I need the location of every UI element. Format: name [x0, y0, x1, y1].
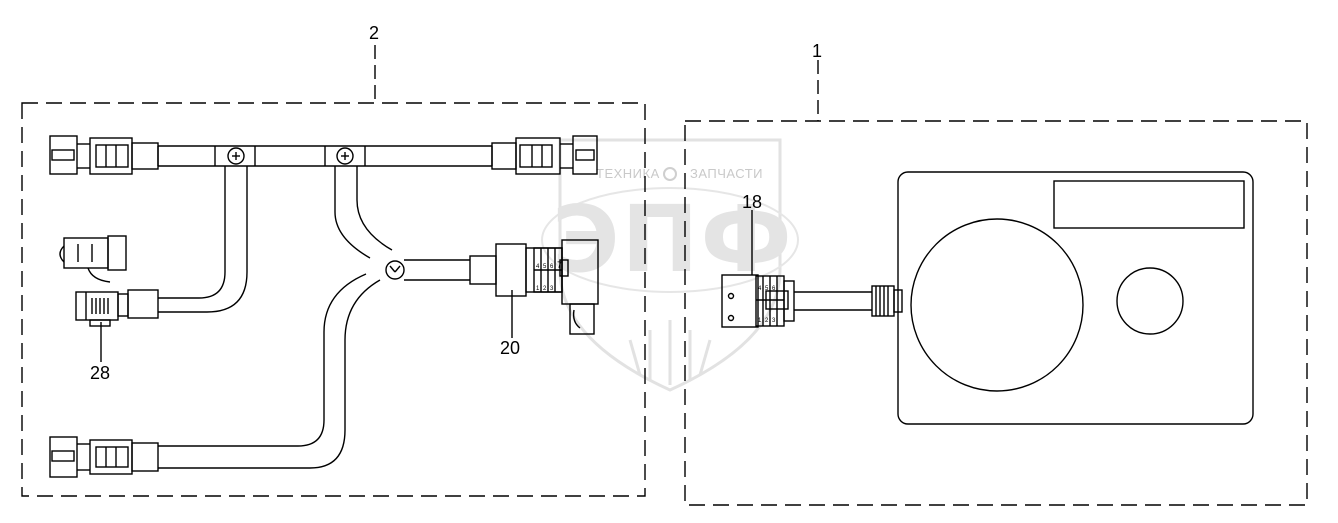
- callout-2: 2: [369, 23, 380, 43]
- connector-28-collar: [127, 289, 159, 319]
- junction-2: [336, 147, 354, 165]
- instrument-display: [1053, 180, 1245, 229]
- pin-20-2: 2: [543, 286, 547, 292]
- pin-20-6: 6: [550, 264, 554, 270]
- watermark-right-text: ЗАПЧАСТИ: [690, 166, 764, 181]
- instrument-cable: [794, 291, 872, 311]
- pin-labels-20: 4 5 6 1 2 3 7: [536, 260, 562, 292]
- pin-20-4: 4: [536, 264, 540, 270]
- y-to-bottom: [158, 273, 381, 469]
- junction-1: [227, 147, 245, 165]
- group-box-2: [21, 102, 646, 497]
- connector-20-body: [495, 243, 527, 297]
- connector-bottom-left-end: [49, 436, 78, 478]
- group-box-1: [684, 120, 1308, 506]
- branch-to-y: [334, 166, 393, 259]
- connector-bottom-left-body: [89, 439, 133, 475]
- pin-20-3: 3: [550, 286, 554, 292]
- pin-18-1: 1: [758, 318, 762, 324]
- connector-top-right-body: [515, 137, 561, 175]
- pin-20-7: 7: [557, 260, 562, 270]
- pin-20-1: 1: [536, 286, 540, 292]
- connector-free-body: [63, 237, 109, 269]
- callout-20: 20: [500, 338, 521, 358]
- y-to-plug-20: [404, 259, 470, 281]
- pin-18-6: 6: [772, 286, 776, 292]
- connector-top-left-end: [49, 135, 78, 175]
- branch-to-28: [158, 166, 248, 313]
- instrument-dial-small: [1116, 267, 1184, 335]
- connector-top-right-end: [572, 135, 598, 175]
- pin-18-4: 4: [758, 286, 762, 292]
- wheat-icon: [628, 320, 712, 385]
- y-split: [385, 260, 405, 280]
- instrument-dial-large: [910, 218, 1084, 392]
- watermark-oval: [541, 187, 799, 293]
- callout-1: 1: [812, 41, 823, 61]
- pin-18-5: 5: [765, 286, 769, 292]
- connector-28-body: [75, 291, 119, 321]
- callout-28: 28: [90, 363, 111, 383]
- pin-18-3: 3: [772, 318, 776, 324]
- pin-18-2: 2: [765, 318, 769, 324]
- shield-outline: [558, 138, 782, 392]
- gear-icon: [663, 167, 677, 181]
- pin-labels-18: 4 5 6 1 2 3: [758, 286, 776, 324]
- pin-20-5: 5: [543, 264, 547, 270]
- callout-18: 18: [742, 192, 763, 212]
- watermark-left-text: ТЕХНИКА: [596, 166, 660, 181]
- connector-18-body: [721, 274, 759, 328]
- instrument-panel: [897, 171, 1254, 425]
